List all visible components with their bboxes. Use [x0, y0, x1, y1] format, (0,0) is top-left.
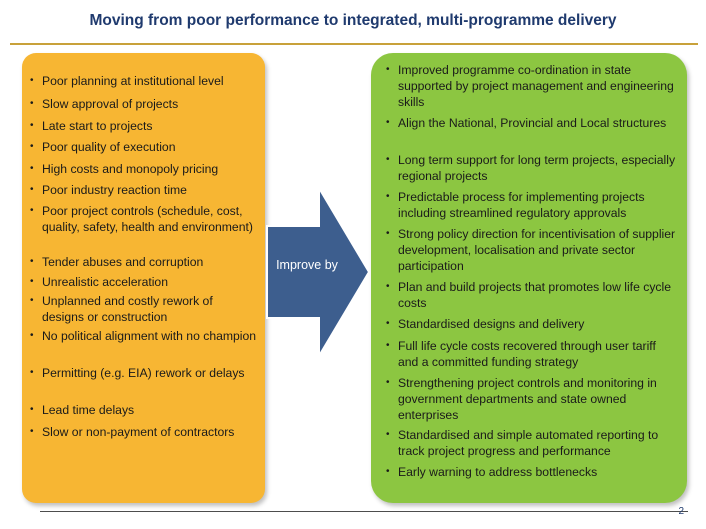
list-item: •Long term support for long term project…	[386, 153, 676, 183]
bullet-icon: •	[386, 281, 390, 292]
bullet-icon: •	[386, 466, 390, 477]
list-item: •Full life cycle costs recovered through…	[386, 339, 656, 369]
bullet-icon: •	[386, 318, 390, 329]
list-item: •Standardised designs and delivery	[386, 317, 585, 331]
poor-performance-panel	[22, 53, 265, 503]
list-item: •Lead time delays	[30, 403, 135, 417]
list-item: •Poor planning at institutional level	[30, 74, 224, 88]
list-item: •Poor quality of execution	[30, 140, 176, 154]
list-item: •Plan and build projects that promotes l…	[386, 280, 672, 310]
list-item: •High costs and monopoly pricing	[30, 162, 219, 176]
bullet-icon: •	[386, 191, 390, 202]
bullet-icon: •	[30, 367, 34, 378]
list-item: •Tender abuses and corruption	[30, 255, 204, 269]
title-underline	[10, 43, 698, 45]
list-item: •Permitting (e.g. EIA) rework or delays	[30, 366, 245, 380]
list-item: •Late start to projects	[30, 119, 153, 133]
improve-arrow	[266, 186, 371, 358]
bullet-icon: •	[386, 228, 390, 239]
bullet-icon: •	[386, 117, 390, 128]
bullet-icon: •	[30, 276, 34, 287]
list-item: •Predictable process for implementing pr…	[386, 190, 645, 220]
list-item: •Unrealistic acceleration	[30, 275, 168, 289]
slide-title: Moving from poor performance to integrat…	[89, 12, 617, 29]
bullet-icon: •	[386, 340, 390, 351]
page-number: 2	[678, 506, 684, 517]
bullet-icon: •	[386, 64, 390, 75]
bullet-icon: •	[30, 184, 34, 195]
list-item: •Strong policy direction for incentivisa…	[386, 227, 676, 273]
bullet-icon: •	[30, 295, 34, 306]
bullet-icon: •	[30, 141, 34, 152]
list-item: •Slow or non-payment of contractors	[30, 425, 235, 439]
footer-rule	[40, 511, 688, 512]
list-item: •No political alignment with no champion	[30, 329, 257, 343]
list-item: •Slow approval of projects	[30, 97, 179, 111]
bullet-icon: •	[30, 98, 34, 109]
list-item: •Early warning to address bottlenecks	[386, 465, 598, 479]
bullet-icon: •	[30, 330, 34, 341]
list-item: •Strengthening project controls and moni…	[386, 376, 657, 422]
arrow-shape	[266, 186, 371, 358]
list-item: •Poor industry reaction time	[30, 183, 187, 197]
bullet-icon: •	[30, 120, 34, 131]
list-item: •Improved programme co-ordination in sta…	[386, 63, 674, 109]
bullet-icon: •	[30, 205, 34, 216]
arrow-label: Improve by	[276, 258, 338, 272]
bullet-icon: •	[30, 426, 34, 437]
list-item: •Align the National, Provincial and Loca…	[386, 116, 667, 130]
bullet-icon: •	[30, 163, 34, 174]
bullet-icon: •	[30, 404, 34, 415]
bullet-icon: •	[30, 256, 34, 267]
bullet-icon: •	[386, 154, 390, 165]
bullet-icon: •	[386, 377, 390, 388]
list-item: •Poor project controls (schedule, cost, …	[30, 204, 253, 234]
bullet-icon: •	[30, 75, 34, 86]
integrated-delivery-panel	[371, 53, 687, 503]
bullet-icon: •	[386, 429, 390, 440]
list-item: •Standardised and simple automated repor…	[386, 428, 659, 458]
list-item: •Unplanned and costly rework of designs …	[30, 294, 213, 324]
